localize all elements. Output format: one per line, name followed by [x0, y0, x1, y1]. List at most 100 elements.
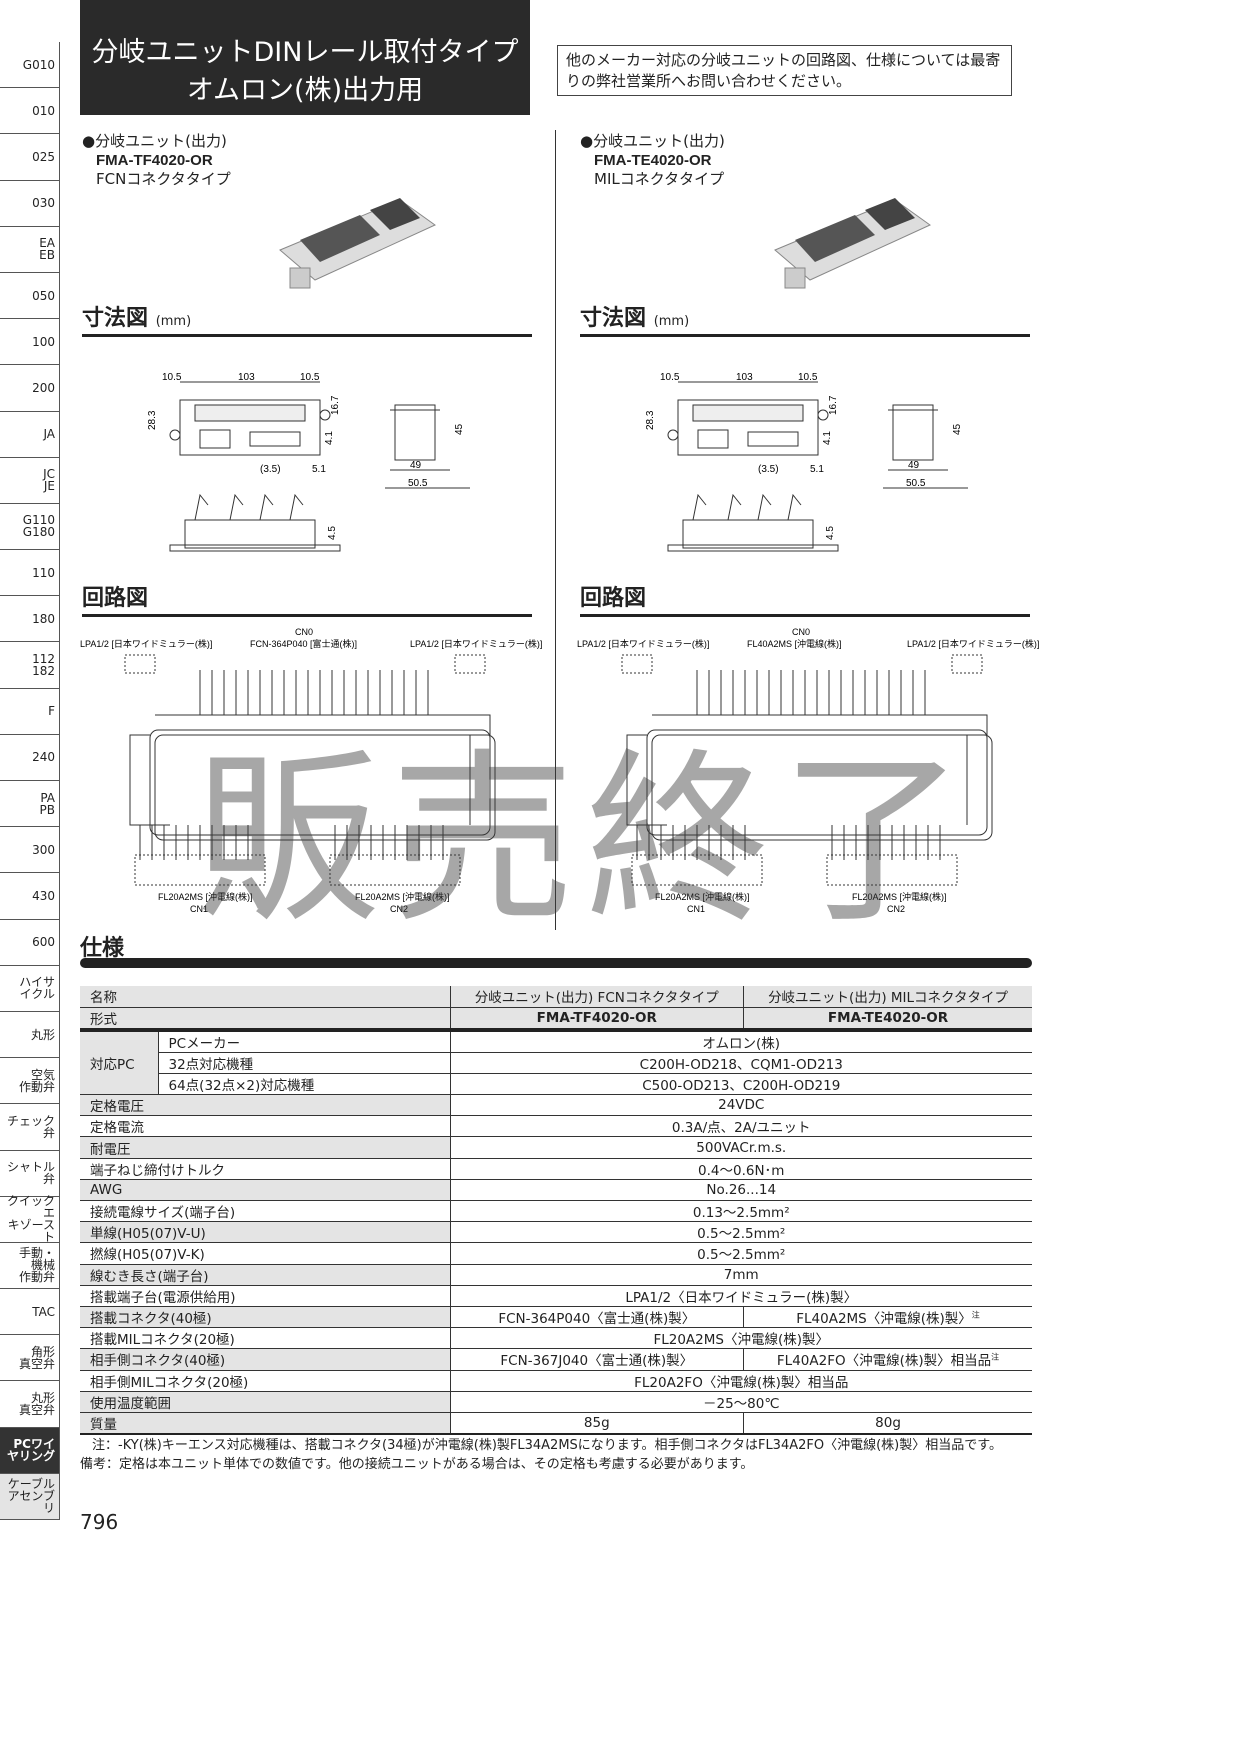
svg-text:FL20A2MS [沖電線(株)]: FL20A2MS [沖電線(株)]: [355, 891, 450, 902]
svg-text:FL40A2MS [沖電線(株)]: FL40A2MS [沖電線(株)]: [747, 638, 842, 649]
index-tab[interactable]: 手動・ 機械 作動弁: [0, 1242, 60, 1290]
spec-bar: [80, 958, 1032, 968]
svg-text:LPA1/2 [日本ワイドミュラー(株)]: LPA1/2 [日本ワイドミュラー(株)]: [80, 638, 212, 649]
svg-text:28.3: 28.3: [645, 410, 656, 430]
spec-cell: 0.5～2.5mm²: [449, 1221, 1032, 1244]
spec-cell: 線むき長さ(端子台): [80, 1264, 450, 1286]
spec-cell: 搭載端子台(電源供給用): [80, 1285, 450, 1307]
svg-text:(3.5): (3.5): [260, 464, 281, 475]
index-tab[interactable]: PA PB: [0, 781, 60, 828]
spec-cell: 相手側コネクタ(40極): [80, 1348, 450, 1371]
index-tab[interactable]: TAC: [0, 1289, 60, 1336]
product-model: FMA-TE4020-OR: [594, 152, 712, 169]
spec-cell: 0.13～2.5mm²: [449, 1200, 1032, 1223]
index-tab[interactable]: 600: [0, 919, 60, 966]
index-tab[interactable]: JC JE: [0, 457, 60, 504]
index-tab[interactable]: シャトル弁: [0, 1150, 60, 1197]
spec-cell: LPA1/2〈日本ワイドミュラー(株)製〉: [449, 1285, 1032, 1307]
svg-text:10.5: 10.5: [300, 372, 320, 383]
index-tab[interactable]: 300: [0, 827, 60, 874]
footnotes: 注：-KY(株)キーエンス対応機種は、搭載コネクタ(34極)が沖電線(株)製FL…: [80, 1436, 1002, 1474]
product-model: FMA-TF4020-OR: [96, 152, 213, 169]
svg-text:45: 45: [952, 423, 963, 435]
cn0-label: CN0: [295, 627, 313, 637]
svg-text:28.3: 28.3: [147, 410, 158, 430]
spec-cell: 端子ねじ締付けトルク: [80, 1158, 450, 1180]
index-tab[interactable]: F: [0, 688, 60, 735]
index-tab[interactable]: チェック弁: [0, 1104, 60, 1151]
svg-text:CN1: CN1: [190, 904, 208, 914]
index-tab[interactable]: 030: [0, 180, 60, 227]
dim-left-margin: 10.5: [660, 372, 680, 383]
spec-cell: FCN-364P040〈富士通(株)製〉: [449, 1306, 744, 1329]
svg-text:10.5: 10.5: [798, 372, 818, 383]
spec-cell: 分岐ユニット(出力) FCNコネクタタイプ: [449, 986, 744, 1008]
index-tab[interactable]: 010: [0, 88, 60, 135]
spec-cell: 名称: [80, 986, 450, 1008]
dims-title: 寸法図: [580, 306, 647, 331]
index-tab[interactable]: 100: [0, 319, 60, 366]
index-tab[interactable]: ケーブル アセンブリ: [0, 1473, 60, 1520]
spec-cell: 0.3A/点、2A/ユニット: [449, 1115, 1032, 1138]
index-tab[interactable]: 430: [0, 873, 60, 920]
svg-text:FL20A2MS [沖電線(株)]: FL20A2MS [沖電線(株)]: [852, 891, 947, 902]
spec-cell: 7mm: [449, 1264, 1032, 1286]
spec-cell: PCメーカー: [157, 1029, 450, 1053]
product-label: ●分岐ユニット(出力): [82, 132, 227, 150]
spec-cell: オムロン(株): [449, 1029, 1032, 1053]
svg-text:CN2: CN2: [887, 904, 905, 914]
spec-cell: 対応PC: [80, 1029, 158, 1096]
svg-text:4.1: 4.1: [822, 431, 833, 445]
index-tab[interactable]: ハイサ イクル: [0, 965, 60, 1012]
index-tab[interactable]: 240: [0, 734, 60, 781]
product-type: MILコネクタタイプ: [594, 170, 725, 188]
svg-text:103: 103: [736, 372, 753, 383]
spec-cell: 80g: [743, 1412, 1032, 1435]
spec-cell: FMA-TF4020-OR: [449, 1007, 744, 1031]
product-type: FCNコネクタタイプ: [96, 170, 231, 188]
index-tab[interactable]: クイックエ キゾースト: [0, 1195, 60, 1243]
index-tab[interactable]: 丸形: [0, 1011, 60, 1059]
dims-unit: (mm): [653, 314, 690, 329]
svg-text:FCN-364P040 [富士通(株)]: FCN-364P040 [富士通(株)]: [250, 638, 357, 649]
product-photo-fcn: [279, 198, 436, 289]
index-tab[interactable]: 200: [0, 365, 60, 412]
svg-text:49: 49: [908, 460, 920, 471]
svg-text:16.7: 16.7: [828, 395, 839, 415]
dims-title: 寸法図: [82, 306, 149, 331]
cn0-label: CN0: [792, 627, 810, 637]
index-tab[interactable]: 112 182: [0, 642, 60, 689]
spec-cell: 32点対応機種: [157, 1052, 450, 1074]
index-tab[interactable]: G110 G180: [0, 503, 60, 551]
svg-text:FL20A2MS [沖電線(株)]: FL20A2MS [沖電線(株)]: [655, 891, 750, 902]
svg-text:(3.5): (3.5): [758, 464, 779, 475]
index-tab[interactable]: 角形 真空弁: [0, 1335, 60, 1382]
spec-cell: AWG: [80, 1179, 450, 1202]
inquiry-note: 他のメーカー対応の分岐ユニットの回路図、仕様については最寄りの弊社営業所へお問い…: [557, 45, 1012, 96]
index-tab[interactable]: 110: [0, 550, 60, 597]
index-tab[interactable]: 空気 作動弁: [0, 1058, 60, 1105]
title-line-1: 分岐ユニットDINレール取付タイプ: [91, 37, 519, 68]
index-tab[interactable]: PCワイ ヤリング: [0, 1427, 60, 1474]
title-line-2: オムロン(株)出力用: [186, 75, 424, 106]
svg-text:16.7: 16.7: [330, 395, 341, 415]
svg-text:5.1: 5.1: [312, 464, 326, 475]
index-tab[interactable]: G010: [0, 42, 60, 89]
index-tab[interactable]: 180: [0, 596, 60, 643]
svg-text:50.5: 50.5: [408, 478, 428, 489]
column-divider: [555, 130, 556, 930]
spec-cell: 単線(H05(07)V-U): [80, 1221, 450, 1244]
index-tab[interactable]: EA EB: [0, 226, 60, 273]
product-label: ●分岐ユニット(出力): [580, 132, 725, 150]
index-tab[interactable]: JA: [0, 411, 60, 458]
dims-heading-right: 寸法図 (mm): [580, 300, 1030, 337]
spec-cell: 形式: [80, 1007, 450, 1031]
index-tab[interactable]: 025: [0, 134, 60, 181]
spec-cell: FL40A2FO〈沖電線(株)製〉相当品注: [743, 1348, 1032, 1371]
svg-text:49: 49: [410, 460, 422, 471]
svg-text:103: 103: [238, 372, 255, 383]
index-tab[interactable]: 050: [0, 272, 60, 320]
index-tab[interactable]: 丸形 真空弁: [0, 1381, 60, 1428]
